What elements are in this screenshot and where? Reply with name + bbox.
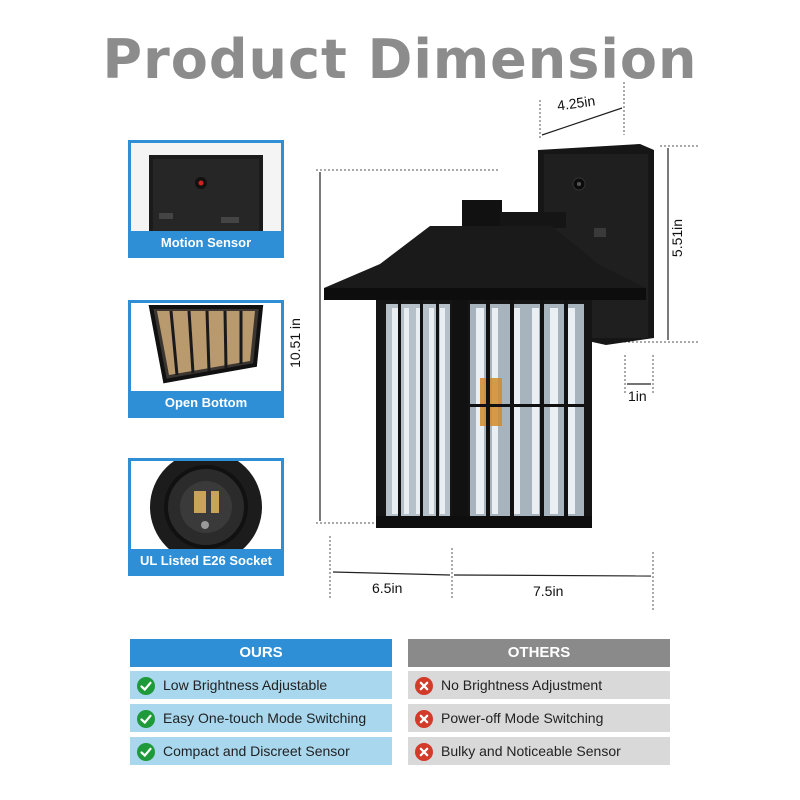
motion-sensor-photo (131, 143, 281, 231)
ours-item: Easy One-touch Mode Switching (130, 704, 392, 732)
cross-icon (415, 709, 433, 728)
cross-icon (415, 742, 433, 761)
dim-total-height: 10.51 in (286, 318, 303, 368)
check-icon (137, 676, 155, 695)
ours-header: OURS (130, 639, 392, 667)
check-icon (137, 742, 155, 761)
open-bottom-photo (131, 303, 281, 391)
feature-label: UL Listed E26 Socket (131, 549, 281, 573)
feature-card-e26-socket: UL Listed E26 Socket (128, 458, 284, 576)
others-item: Power-off Mode Switching (408, 704, 670, 732)
feature-card-open-bottom: Open Bottom (128, 300, 284, 418)
dim-width: 7.5in (533, 583, 564, 599)
others-header: OTHERS (408, 639, 670, 667)
others-item: No Brightness Adjustment (408, 671, 670, 699)
cross-icon (415, 676, 433, 695)
feature-card-motion-sensor: Motion Sensor (128, 140, 284, 258)
others-item: Bulky and Noticeable Sensor (408, 737, 670, 765)
dim-extension: 6.5in (372, 580, 403, 596)
feature-label: Open Bottom (131, 391, 281, 415)
page-title: Product Dimension (102, 28, 698, 91)
ours-item: Low Brightness Adjustable (130, 671, 392, 699)
e26-socket-photo (131, 461, 281, 549)
check-icon (137, 709, 155, 728)
ours-item: Compact and Discreet Sensor (130, 737, 392, 765)
dim-offset: 1in (628, 388, 647, 404)
dim-backplate-height: 5.51in (669, 218, 686, 258)
feature-label: Motion Sensor (131, 231, 281, 255)
